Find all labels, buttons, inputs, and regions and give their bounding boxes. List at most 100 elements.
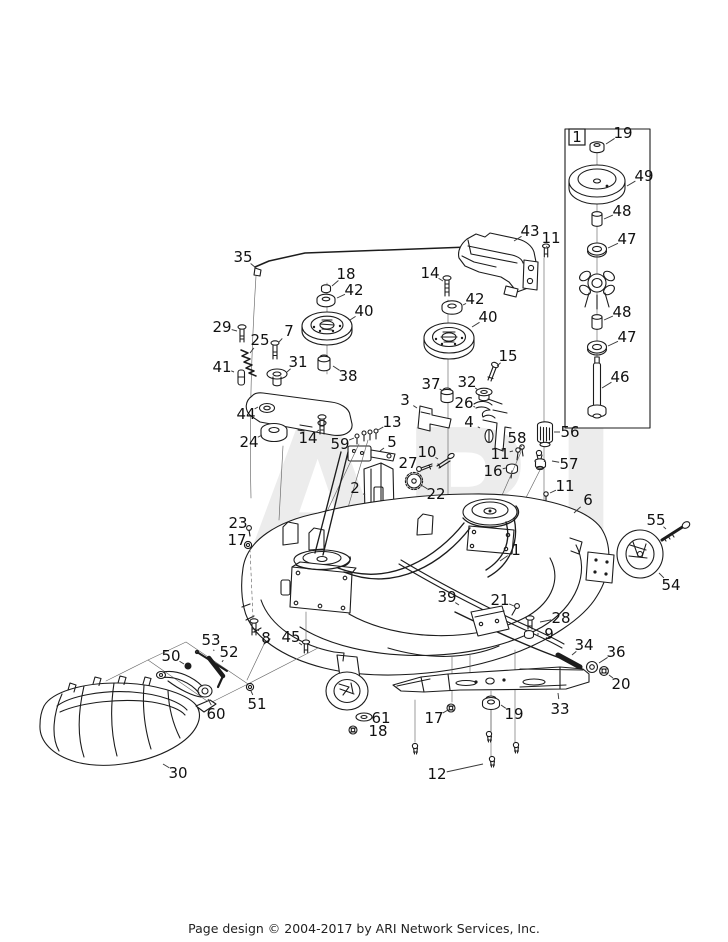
callout-9: 9 (544, 625, 554, 643)
callout-60: 60 (206, 705, 225, 723)
callout-47: 47 (617, 328, 636, 346)
callout-leader-38 (332, 365, 340, 371)
callout-52: 52 (219, 643, 238, 661)
callout-leader-49 (626, 180, 636, 187)
callout-30: 30 (168, 764, 187, 782)
callout-leader-33 (557, 692, 560, 700)
callout-leader-10 (435, 456, 439, 460)
callout-leader-34 (571, 651, 577, 656)
callout-48: 48 (612, 202, 631, 220)
callout-leader-11 (509, 450, 514, 453)
inset-spindle-assembly (564, 128, 651, 429)
callout-leader-44 (254, 406, 259, 410)
callout-leader-43 (513, 235, 522, 242)
callout-11: 11 (541, 229, 560, 247)
callout-15: 15 (498, 347, 517, 365)
callout-2: 2 (350, 479, 360, 497)
callout-leader-6 (573, 506, 581, 514)
callout-59: 59 (330, 435, 349, 453)
callout-leader-18 (331, 280, 339, 287)
callout-6: 6 (583, 491, 593, 509)
callout-leader-37 (439, 388, 444, 392)
callout-leader-41 (231, 370, 235, 373)
callout-33: 33 (550, 700, 569, 718)
callout-56: 56 (560, 423, 579, 441)
callout-54: 54 (661, 576, 680, 594)
diagram-artwork (39, 128, 691, 768)
spindle-right (462, 498, 518, 555)
callout-38: 38 (338, 367, 357, 385)
callout-51: 51 (247, 695, 266, 713)
callout-leader-30 (162, 763, 170, 769)
spindle-left (280, 549, 357, 614)
callout-53: 53 (201, 631, 220, 649)
callout-leader-2 (362, 493, 366, 496)
callout-45: 45 (281, 628, 300, 646)
callout-42: 42 (465, 290, 484, 308)
deck-hardware (243, 525, 311, 654)
gauge-wheel (585, 521, 691, 584)
callout-14: 14 (298, 429, 317, 447)
callout-35: 35 (233, 248, 252, 266)
callout-20: 20 (611, 675, 630, 693)
callout-47: 47 (617, 230, 636, 248)
callout-29: 29 (212, 318, 231, 336)
callout-48: 48 (612, 303, 631, 321)
callout-7: 7 (284, 322, 294, 340)
callout-leader-40 (471, 321, 480, 328)
deck-shell (241, 493, 610, 676)
discharge-chute (39, 675, 217, 766)
callout-leader-13 (377, 426, 384, 431)
idler-arm-hardware (237, 324, 353, 521)
callout-25: 25 (250, 331, 269, 349)
callout-18: 18 (336, 265, 355, 283)
caster-wheel (325, 651, 373, 735)
callout-leader-14 (438, 277, 444, 282)
callout-12: 12 (427, 765, 446, 783)
callout-leader-22 (420, 484, 428, 490)
callout-leader-4 (477, 426, 481, 429)
callout-4: 4 (464, 413, 474, 431)
callout-leader-47 (607, 340, 619, 347)
callout-leader-35 (250, 263, 257, 269)
callout-42: 42 (344, 281, 363, 299)
callout-leader-26 (473, 405, 476, 408)
callout-leader-11 (549, 489, 557, 494)
callout-14: 14 (420, 264, 439, 282)
callout-leader-7 (278, 338, 283, 343)
callout-43: 43 (520, 222, 539, 240)
callout-leader-39 (455, 602, 460, 606)
callout-27: 27 (398, 454, 417, 472)
callout-31: 31 (288, 353, 307, 371)
callout-leader-25 (249, 347, 255, 354)
callout-leader-12 (446, 763, 484, 773)
callout-36: 36 (606, 643, 625, 661)
callout-leader-59 (349, 437, 355, 441)
callout-leader-5 (379, 447, 385, 452)
blade (392, 649, 590, 768)
callout-21: 21 (490, 591, 509, 609)
callout-1: 1 (572, 128, 582, 146)
callout-leader-8 (257, 629, 260, 632)
callout-leader-31 (286, 368, 291, 373)
callout-58: 58 (507, 429, 526, 447)
callout-49: 49 (634, 167, 653, 185)
callout-leader-32 (474, 387, 479, 391)
callout-18: 18 (368, 722, 387, 740)
footer-credit: Page design © 2004-2017 by ARI Network S… (188, 921, 540, 936)
callout-leader-29 (231, 329, 238, 332)
callout-17: 17 (227, 531, 246, 549)
callout-leader-52 (221, 659, 224, 663)
callout-leader-28 (539, 619, 552, 623)
callout-leader-45 (298, 642, 303, 646)
callout-leader-14 (315, 429, 320, 433)
callout-23: 23 (228, 514, 247, 532)
callout-40: 40 (354, 302, 373, 320)
callout-leader-20 (608, 674, 614, 679)
callout-41: 41 (212, 358, 231, 376)
callout-11: 11 (555, 477, 574, 495)
callout-10: 10 (417, 443, 436, 461)
callout-leader-3 (413, 405, 418, 409)
callout-17: 17 (424, 709, 443, 727)
